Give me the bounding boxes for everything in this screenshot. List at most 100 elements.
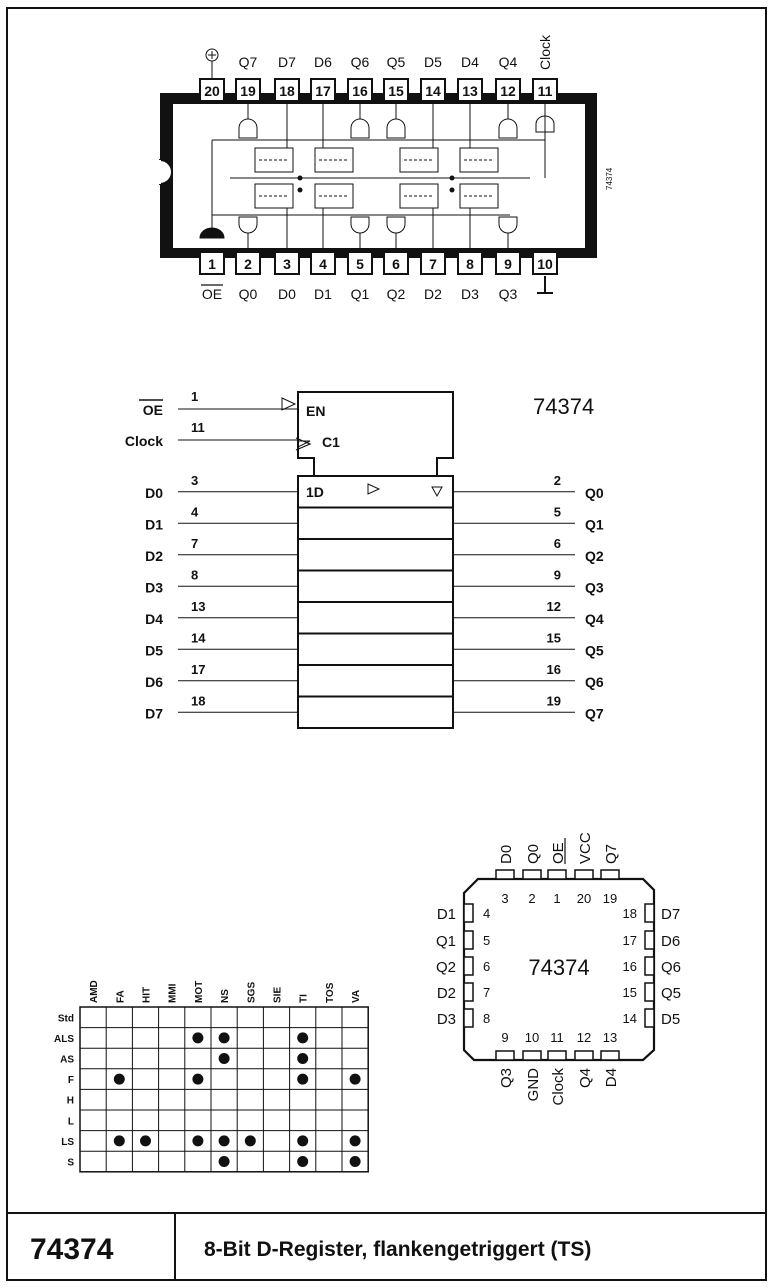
register-cells: D03Q02D14Q15D27Q26D38Q39D413Q412D514Q515… xyxy=(145,473,604,729)
dip-pin-box xyxy=(532,78,558,102)
plcc-pin-pad xyxy=(522,869,542,880)
dip-pin-label: D1 xyxy=(314,286,332,302)
dip-pin-number: 18 xyxy=(279,83,295,99)
dip-pin-number: 17 xyxy=(315,83,331,99)
dip-side-mark: 74374 xyxy=(605,167,614,190)
dip-pin-number: 4 xyxy=(319,256,327,272)
manufacturer-header: SIE xyxy=(273,987,284,1003)
dip-pin-label: D6 xyxy=(314,54,332,70)
dip-pin-label: Q6 xyxy=(351,54,370,70)
plcc-pin-number: 16 xyxy=(623,959,637,974)
plcc-pin-label: GND xyxy=(525,1068,542,1102)
plcc-pin-pad xyxy=(495,869,515,880)
plcc-center-label: 74374 xyxy=(528,955,589,980)
input-label: D4 xyxy=(145,611,163,627)
plcc-pin-pad xyxy=(463,1008,474,1028)
dip-pin-number: 6 xyxy=(392,256,400,272)
plcc-pin-pad xyxy=(463,956,474,976)
output-label: Q6 xyxy=(585,674,604,690)
register-cell xyxy=(297,664,454,698)
output-pin-number: 5 xyxy=(554,504,561,519)
dip-pin-number: 12 xyxy=(500,83,516,99)
plcc-pin-label: Q1 xyxy=(436,933,456,950)
register-cell xyxy=(297,538,454,572)
manufacturer-header: MOT xyxy=(194,981,205,1003)
plcc-pin-label: D3 xyxy=(437,1011,456,1028)
plcc-pin-label: Q3 xyxy=(498,1068,515,1088)
availability-dot xyxy=(297,1156,309,1167)
dip-pin-label: Q1 xyxy=(351,286,370,302)
output-pin-number: 2 xyxy=(554,473,561,488)
input-pin-number: 13 xyxy=(191,599,205,614)
input-pin-number: 18 xyxy=(191,693,205,708)
dip-pin-label: D3 xyxy=(461,286,479,302)
dip-pin-label: Q4 xyxy=(499,54,518,70)
symbol-title: 74374 xyxy=(533,394,594,419)
plcc-pin-number: 10 xyxy=(525,1030,539,1045)
plcc-pin-label: D4 xyxy=(603,1068,620,1087)
plcc-pin-label: Clock xyxy=(550,1068,567,1106)
input-pin-number: 3 xyxy=(191,473,198,488)
input-label: D5 xyxy=(145,642,163,658)
availability-dot xyxy=(218,1156,230,1167)
input-pin-number: 14 xyxy=(191,630,206,645)
oe-label: OE xyxy=(143,402,163,418)
availability-dot xyxy=(349,1156,361,1167)
plcc-pin-label: D0 xyxy=(498,845,515,864)
plcc-pin-pad xyxy=(495,1050,515,1061)
dip-pin-number: 8 xyxy=(466,256,474,272)
plcc-pin-label: OE xyxy=(550,842,567,864)
plcc-pin-pad xyxy=(644,956,655,976)
dip-pin-label: Q2 xyxy=(387,286,406,302)
plcc-pin-label: Q0 xyxy=(525,844,542,864)
dip-pin-number: 10 xyxy=(537,256,553,272)
input-label: D6 xyxy=(145,674,163,690)
dip-pin-label: D2 xyxy=(424,286,442,302)
plcc-pin-number: 14 xyxy=(623,1011,637,1026)
plcc-pin-number: 12 xyxy=(577,1030,591,1045)
plcc-pin-label: D2 xyxy=(437,985,456,1002)
register-cell xyxy=(297,632,454,666)
plcc-pin-number: 15 xyxy=(623,985,637,1000)
family-row-label: F xyxy=(68,1075,74,1086)
plcc-pin-number: 9 xyxy=(501,1030,508,1045)
dip-pin-box xyxy=(310,78,336,102)
output-label: Q1 xyxy=(585,516,604,532)
en-label: EN xyxy=(306,403,325,419)
dip-pin-number: 7 xyxy=(429,256,437,272)
manufacturer-header: FA xyxy=(115,990,126,1003)
plcc-pin-pad xyxy=(463,903,474,923)
input-pin-number: 4 xyxy=(191,504,199,519)
plcc-pin-pad xyxy=(600,869,620,880)
plcc-pin-label: D7 xyxy=(661,906,680,923)
dip-pin-number: 19 xyxy=(240,83,256,99)
manufacturer-header: MMI xyxy=(168,983,179,1003)
dip-pin-box xyxy=(199,251,225,275)
plcc-pin-label: D1 xyxy=(437,906,456,923)
plcc-pin-pad xyxy=(463,982,474,1002)
dip-pin-number: 20 xyxy=(204,83,220,99)
plcc-pin-number: 4 xyxy=(483,906,490,921)
plcc-pin-label: Q6 xyxy=(661,959,681,976)
input-label: D3 xyxy=(145,579,163,595)
plcc-pin-number: 5 xyxy=(483,933,490,948)
dip-pin-box xyxy=(274,251,300,275)
manufacturer-header: AMD xyxy=(89,980,100,1003)
plcc-pin-label: D6 xyxy=(661,933,680,950)
family-row-label: ALS xyxy=(54,1034,74,1045)
dip-pin-box xyxy=(532,251,558,275)
plcc-pin-pad xyxy=(574,869,594,880)
plcc-pin-number: 17 xyxy=(623,933,637,948)
dip-pin-number: 5 xyxy=(356,256,364,272)
dip-pin-number: 2 xyxy=(244,256,252,272)
plcc-pin-number: 20 xyxy=(577,891,591,906)
dip-pin-box xyxy=(347,78,373,102)
availability-dot xyxy=(297,1053,309,1064)
plcc-pin-number: 19 xyxy=(603,891,617,906)
dip-pin-label: Clock xyxy=(537,34,553,70)
dip-pin-box xyxy=(383,251,409,275)
plcc-pin-number: 6 xyxy=(483,959,490,974)
dip-notch xyxy=(159,158,173,186)
